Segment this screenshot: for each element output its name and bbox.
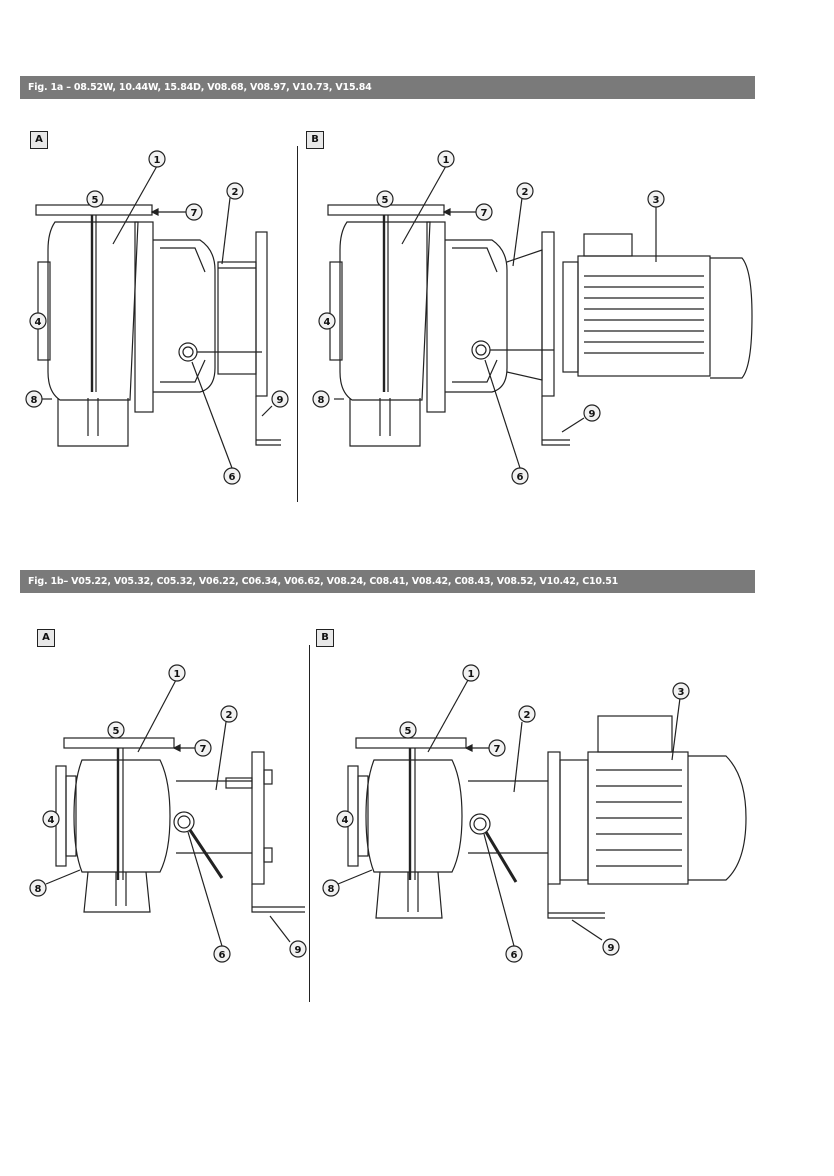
pump-drawing-1a-b [327,165,753,469]
svg-text:4: 4 [48,815,55,826]
figure-1a-caption: Fig. 1a – 08.52W, 10.44W, 15.84D, V08.68… [20,76,755,99]
svg-text:7: 7 [200,744,207,755]
callout-7: 7 [488,739,506,757]
callout-2: 2 [518,705,536,723]
callout-1: 1 [437,150,455,168]
callout-6: 6 [223,467,241,485]
svg-text:5: 5 [92,195,99,206]
svg-text:8: 8 [328,884,335,895]
callout-5: 5 [376,190,394,208]
svg-text:9: 9 [277,395,284,406]
callout-8: 8 [25,390,43,408]
pump-drawing-1b-b [337,679,747,947]
panel-divider-1a [297,146,298,502]
callout-4: 4 [318,312,336,330]
callout-9: 9 [289,940,307,958]
svg-text:1: 1 [443,155,450,166]
callout-4: 4 [42,810,60,828]
svg-text:6: 6 [511,950,518,961]
svg-text:7: 7 [191,208,198,219]
svg-text:5: 5 [382,195,389,206]
svg-text:4: 4 [324,317,331,328]
callout-6: 6 [511,467,529,485]
svg-text:6: 6 [219,950,226,961]
callout-8: 8 [312,390,330,408]
panel-label-1a-b: B [306,131,324,149]
callout-7: 7 [194,739,212,757]
svg-text:3: 3 [653,195,660,206]
svg-text:1: 1 [174,669,181,680]
svg-text:7: 7 [481,208,488,219]
svg-text:8: 8 [35,884,42,895]
svg-text:4: 4 [35,317,42,328]
callout-8: 8 [322,879,340,897]
svg-text:5: 5 [405,726,412,737]
callout-7: 7 [475,203,493,221]
pump-drawing-1b-a [45,679,305,947]
svg-text:9: 9 [295,945,302,956]
callout-7: 7 [185,203,203,221]
pump-drawing-1a-a [35,165,281,469]
callout-6: 6 [213,945,231,963]
callout-1: 1 [168,664,186,682]
svg-text:8: 8 [31,395,38,406]
callout-4: 4 [336,810,354,828]
callout-1: 1 [462,664,480,682]
svg-text:5: 5 [113,726,120,737]
svg-text:9: 9 [608,943,615,954]
callout-5: 5 [86,190,104,208]
callout-2: 2 [516,182,534,200]
svg-text:8: 8 [318,395,325,406]
callout-markers: 1 2 5 7 4 8 9 6 1 2 3 5 7 4 8 9 6 1 2 5 … [25,150,690,963]
callout-4: 4 [29,312,47,330]
callout-5: 5 [107,721,125,739]
figure-1b-caption: Fig. 1b– V05.22, V05.32, C05.32, V06.22,… [20,570,755,593]
svg-text:3: 3 [678,687,685,698]
svg-text:2: 2 [524,710,531,721]
svg-text:7: 7 [494,744,501,755]
svg-text:1: 1 [468,669,475,680]
svg-text:2: 2 [226,710,233,721]
panel-label-1b-b: B [316,629,334,647]
callout-2: 2 [220,705,238,723]
callout-5: 5 [399,721,417,739]
callout-9: 9 [271,390,289,408]
svg-text:6: 6 [229,472,236,483]
svg-text:6: 6 [517,472,524,483]
svg-text:4: 4 [342,815,349,826]
svg-text:2: 2 [232,187,239,198]
panel-divider-1b [309,645,310,1002]
callout-9: 9 [583,404,601,422]
panel-label-1a-a: A [30,131,48,149]
callout-3: 3 [672,682,690,700]
svg-text:1: 1 [154,155,161,166]
callout-9: 9 [602,938,620,956]
callout-2: 2 [226,182,244,200]
svg-text:2: 2 [522,187,529,198]
callout-8: 8 [29,879,47,897]
callout-6: 6 [505,945,523,963]
callout-3: 3 [647,190,665,208]
svg-text:9: 9 [589,409,596,420]
callout-1: 1 [148,150,166,168]
panel-label-1b-a: A [37,629,55,647]
